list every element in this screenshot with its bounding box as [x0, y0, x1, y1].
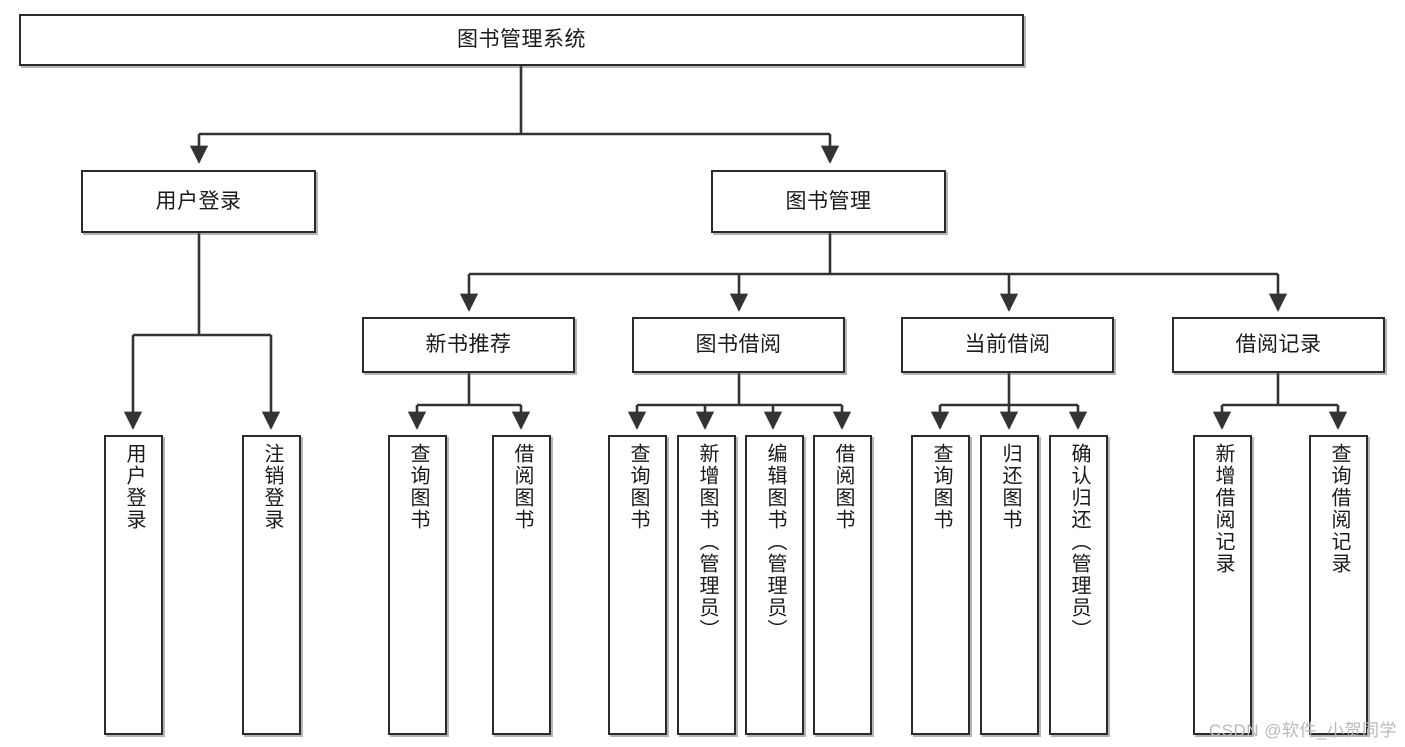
node-label: 查询借阅记录 [1328, 443, 1350, 575]
leaf-book-borrow-borrow-book[interactable]: 借阅图书 [813, 435, 872, 735]
leaf-book-borrow-add-book-admin[interactable]: 新增图书（管理员） [677, 435, 736, 735]
node-label: 图书管理系统 [457, 28, 586, 52]
node-user-login[interactable]: 用户登录 [81, 170, 316, 233]
node-label: 用户登录 [123, 443, 145, 531]
node-label: 新增借阅记录 [1212, 443, 1234, 575]
node-borrow-record[interactable]: 借阅记录 [1172, 317, 1385, 373]
leaf-book-borrow-query-book[interactable]: 查询图书 [608, 435, 667, 735]
node-label: 归还图书 [999, 443, 1021, 531]
leaf-user-login-logout[interactable]: 注销登录 [242, 435, 301, 735]
leaf-current-borrow-return-book[interactable]: 归还图书 [980, 435, 1039, 735]
node-label: 查询图书 [407, 443, 429, 531]
node-new-book-recommend[interactable]: 新书推荐 [362, 317, 575, 373]
node-label: 查询图书 [930, 443, 952, 531]
node-label: 编辑图书（管理员） [764, 443, 786, 641]
node-label: 用户登录 [155, 189, 242, 213]
leaf-new-book-query-book[interactable]: 查询图书 [388, 435, 447, 735]
node-label: 借阅图书 [511, 443, 533, 531]
node-label: 当前借阅 [964, 333, 1051, 357]
node-label: 新增图书（管理员） [696, 443, 718, 641]
leaf-new-book-borrow-book[interactable]: 借阅图书 [492, 435, 551, 735]
node-label: 借阅记录 [1235, 333, 1322, 357]
leaf-user-login-login[interactable]: 用户登录 [104, 435, 163, 735]
node-book-borrow[interactable]: 图书借阅 [632, 317, 845, 373]
node-label: 图书管理 [785, 189, 872, 213]
node-book-management[interactable]: 图书管理 [711, 170, 946, 233]
node-root-book-management-system[interactable]: 图书管理系统 [19, 14, 1024, 66]
node-label: 借阅图书 [832, 443, 854, 531]
node-label: 查询图书 [627, 443, 649, 531]
node-label: 注销登录 [261, 443, 283, 531]
leaf-current-borrow-query-book[interactable]: 查询图书 [911, 435, 970, 735]
leaf-borrow-record-add-record[interactable]: 新增借阅记录 [1193, 435, 1252, 735]
leaf-current-borrow-confirm-return-admin[interactable]: 确认归还（管理员） [1049, 435, 1108, 735]
leaf-borrow-record-query-record[interactable]: 查询借阅记录 [1309, 435, 1368, 735]
node-current-borrow[interactable]: 当前借阅 [901, 317, 1114, 373]
node-label: 新书推荐 [425, 333, 512, 357]
leaf-book-borrow-edit-book-admin[interactable]: 编辑图书（管理员） [745, 435, 804, 735]
node-label: 确认归还（管理员） [1068, 443, 1090, 641]
node-label: 图书借阅 [695, 333, 782, 357]
